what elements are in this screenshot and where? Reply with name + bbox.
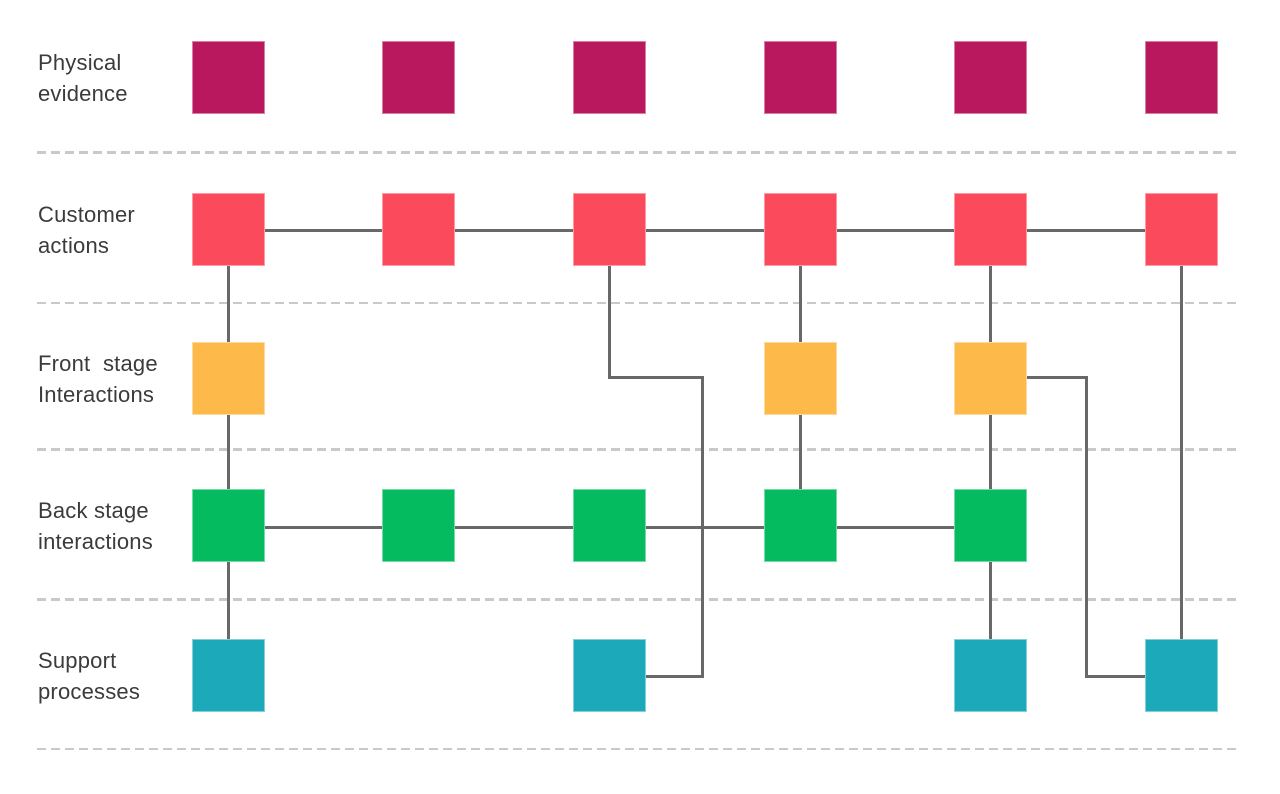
- back-stage-interactions-node-col3: [572, 489, 646, 562]
- physical-evidence-node-col2: [382, 41, 455, 114]
- lane-label-support-processes-line1: Support: [38, 647, 117, 673]
- customer-actions-node-col5: [954, 193, 1027, 266]
- support-processes-node-col1: [191, 639, 265, 712]
- lane-label-back-stage-interactions-line2: interactions: [38, 528, 153, 554]
- lane-label-physical-evidence: Physical evidence: [38, 47, 128, 109]
- front-stage-interactions-node-col1: [191, 342, 265, 415]
- customer6-to-support6-vertical-segment-1: [1179, 264, 1183, 641]
- front-stage-interactions-node-col5: [954, 342, 1027, 415]
- lane-label-front-stage-interactions-line1: Front stage: [38, 350, 158, 376]
- lane-separator-1: [37, 151, 1239, 154]
- lane-label-customer-actions-line2: actions: [38, 232, 110, 258]
- lane-separator-3: [37, 448, 1239, 451]
- customer3-to-support3-route-segment-1: [607, 264, 611, 379]
- lane-label-support-processes-line2: processes: [38, 678, 141, 704]
- support-processes-node-col3: [572, 639, 646, 712]
- physical-evidence-node-col1: [191, 41, 265, 114]
- lane-label-support-processes: Support processes: [38, 645, 140, 707]
- lane-separator-4: [37, 598, 1239, 601]
- customer-actions-node-col2: [382, 193, 455, 266]
- back-stage-interactions-node-col1: [191, 489, 265, 562]
- physical-evidence-node-col5: [954, 41, 1027, 114]
- back-stage-interactions-node-col4: [763, 489, 837, 562]
- physical-evidence-node-col6: [1144, 41, 1218, 114]
- customer3-to-support3-route-segment-2: [607, 375, 704, 379]
- customer-actions-node-col6: [1144, 193, 1218, 266]
- physical-evidence-node-col4: [763, 41, 837, 114]
- col5-vertical-chain-segment-1: [989, 264, 992, 641]
- customer3-to-support3-route-segment-3: [700, 375, 704, 678]
- lane-label-physical-evidence-line1: Physical: [38, 49, 122, 75]
- lane-label-customer-actions: Customer actions: [38, 199, 135, 261]
- back-stage-interactions-node-col2: [382, 489, 455, 562]
- col1-vertical-chain-segment-1: [226, 264, 230, 641]
- lane-label-back-stage-interactions: Back stage interactions: [38, 495, 153, 557]
- support-processes-node-col6: [1144, 639, 1218, 712]
- front5-to-support6-route-segment-1: [1025, 375, 1088, 379]
- customer-actions-node-col4: [763, 193, 837, 266]
- lane-label-physical-evidence-line2: evidence: [38, 80, 128, 106]
- front-stage-interactions-node-col4: [763, 342, 837, 415]
- front5-to-support6-route-segment-2: [1085, 375, 1088, 678]
- lane-label-customer-actions-line1: Customer: [38, 201, 135, 227]
- customer-actions-row-link-segment-1: [263, 228, 1146, 232]
- customer-actions-node-col3: [572, 193, 646, 266]
- lane-separator-5: [37, 747, 1239, 751]
- customer-actions-node-col1: [191, 193, 265, 266]
- physical-evidence-node-col3: [572, 41, 646, 114]
- lane-label-front-stage-interactions-line2: Interactions: [38, 381, 155, 407]
- front5-to-support6-route-segment-3: [1085, 674, 1146, 678]
- lane-label-back-stage-interactions-line1: Back stage: [38, 497, 149, 523]
- lane-separator-2: [37, 301, 1239, 305]
- back-stage-interactions-node-col5: [954, 489, 1027, 562]
- customer3-to-support3-route-segment-4: [644, 674, 704, 678]
- support-processes-node-col5: [954, 639, 1027, 712]
